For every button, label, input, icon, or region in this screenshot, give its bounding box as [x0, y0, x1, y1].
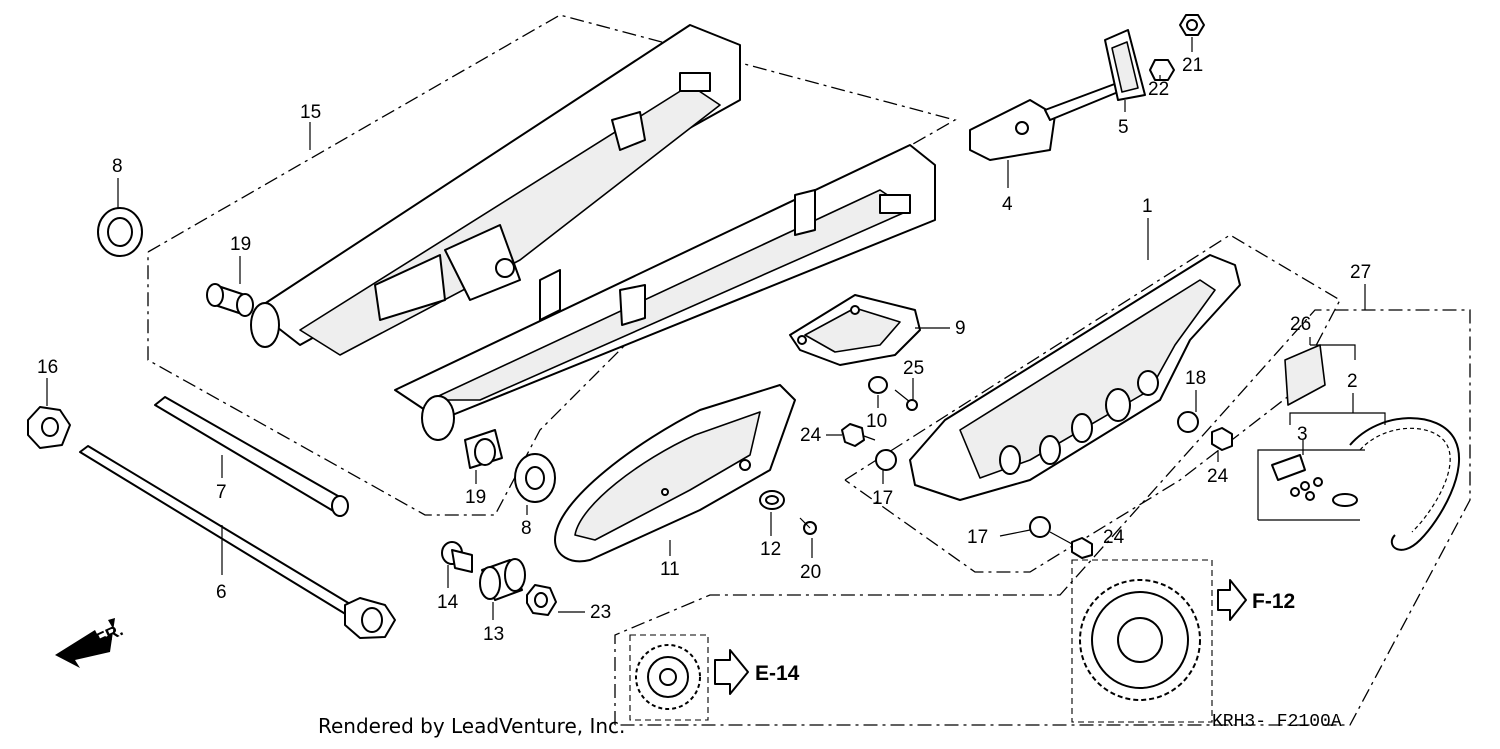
nut-22: [1149, 59, 1175, 81]
master-link-3: [1271, 454, 1358, 507]
part-label-4: 4: [1002, 194, 1013, 215]
part-label-15: 15: [300, 102, 321, 123]
diagram-code: KRH3- F2100A: [1212, 712, 1342, 732]
part-label-26: 26: [1290, 314, 1311, 335]
grommet-17-left: [875, 449, 897, 471]
drive-chain: [1349, 417, 1461, 551]
part-label-24-lower: 24: [1103, 527, 1125, 548]
part-label-11: 11: [660, 559, 680, 580]
front-direction-arrow: [55, 618, 115, 668]
leader-2-bracket: [1289, 412, 1386, 425]
bolt-24-left: [841, 423, 876, 447]
swingarm-assembly-boundary: [147, 14, 957, 516]
part-label-8-lower: 8: [521, 518, 532, 539]
bearing-upper: [97, 207, 143, 257]
part-label-2: 2: [1347, 371, 1358, 392]
part-label-9: 9: [955, 318, 966, 339]
nut-16: [27, 406, 71, 449]
part-label-7: 7: [216, 482, 227, 503]
part-label-24-left: 24: [800, 425, 822, 446]
arrow-to-f12: [1217, 579, 1247, 621]
pivot-bolt: [79, 445, 396, 639]
part-label-27: 27: [1350, 262, 1371, 283]
chain-adjuster: [969, 81, 1124, 161]
part-label-24-right: 24: [1207, 466, 1229, 487]
drive-assembly-boundary: [614, 309, 1471, 726]
chain-case-assembly-boundary: [844, 234, 1341, 573]
collar-upper: [206, 283, 254, 317]
part-label-12: 12: [760, 539, 781, 560]
nut-21: [1179, 14, 1205, 36]
drive-sprocket: [629, 634, 709, 721]
grommet-18: [1177, 411, 1199, 433]
part-label-21: 21: [1182, 55, 1203, 76]
part-label-8-upper: 8: [112, 156, 123, 177]
part-label-17-lower: 17: [967, 527, 988, 548]
collar-12: [759, 490, 785, 510]
grommet-17-lower: [1029, 516, 1051, 538]
pivot-collar: [154, 396, 349, 517]
chain-slider: [554, 384, 796, 563]
credit-text: Rendered by LeadVenture, Inc.: [318, 714, 626, 738]
part-label-16: 16: [37, 357, 58, 378]
chain-guide: [789, 294, 921, 366]
bearing-lower: [514, 453, 556, 503]
part-label-5: 5: [1118, 117, 1129, 138]
part-label-25: 25: [903, 358, 924, 379]
collar-lower: [464, 429, 503, 469]
part-label-20: 20: [800, 562, 821, 583]
part-label-18: 18: [1185, 368, 1206, 389]
part-label-10: 10: [866, 411, 887, 432]
part-label-17-left: 17: [872, 488, 893, 509]
leader-26-bracket-b: [1310, 344, 1356, 360]
part-label-23: 23: [590, 602, 611, 623]
bolt-24-lower: [1049, 531, 1093, 559]
part-label-1: 1: [1142, 196, 1153, 217]
part-label-22: 22: [1148, 79, 1169, 100]
bolt-14: [441, 541, 473, 573]
reference-e14: E-14: [755, 662, 800, 685]
bolt-25: [894, 389, 918, 411]
part-label-19-lower: 19: [465, 487, 486, 508]
screw-20: [799, 517, 817, 535]
chain-label-26: [1284, 344, 1326, 406]
bolt-24-right: [1211, 427, 1233, 451]
adjuster-plate: [1104, 29, 1146, 101]
chain-case: [909, 254, 1241, 501]
part-label-13: 13: [483, 624, 504, 645]
driven-sprocket: [1071, 559, 1213, 723]
leader-lines: [46, 37, 1366, 620]
swingarm: [250, 24, 936, 441]
reference-f12: F-12: [1252, 590, 1295, 613]
part-label-14: 14: [437, 592, 459, 613]
part-label-19-upper: 19: [230, 234, 251, 255]
arrow-to-e14: [714, 649, 749, 695]
part-label-3: 3: [1297, 424, 1308, 445]
roller-13: [479, 558, 526, 601]
nut-23: [526, 584, 557, 616]
kit-3-box: [1257, 449, 1365, 520]
collar-10: [868, 376, 888, 394]
part-label-6: 6: [216, 582, 227, 603]
